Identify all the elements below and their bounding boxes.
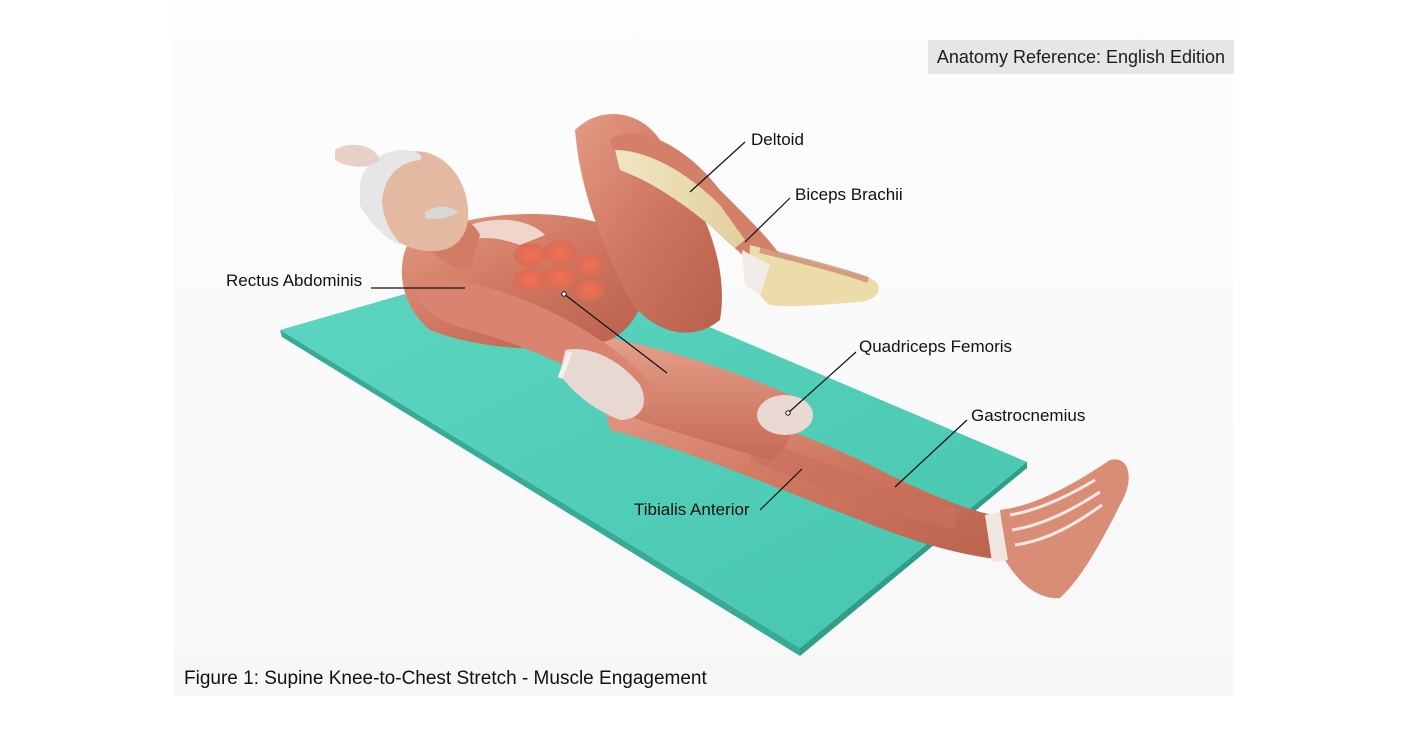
- figure-caption: Figure 1: Supine Knee-to-Chest Stretch -…: [184, 668, 707, 689]
- rectus-abdominis-region: [514, 240, 604, 301]
- label-biceps-brachii: Biceps Brachii: [795, 185, 903, 204]
- leader-endpoints: [561, 291, 791, 416]
- edition-badge: Anatomy Reference: English Edition: [928, 40, 1234, 74]
- head: [335, 144, 469, 252]
- label-quadriceps-femoris: Quadriceps Femoris: [859, 337, 1013, 356]
- label-deltoid: Deltoid: [751, 130, 804, 149]
- label-tibialis-anterior: Tibialis Anterior: [634, 500, 750, 519]
- label-gastrocnemius: Gastrocnemius: [971, 406, 1086, 425]
- anatomical-figure: [335, 113, 1129, 599]
- label-rectus-abdominis: Rectus Abdominis: [226, 271, 363, 290]
- leader-lines: [371, 141, 968, 511]
